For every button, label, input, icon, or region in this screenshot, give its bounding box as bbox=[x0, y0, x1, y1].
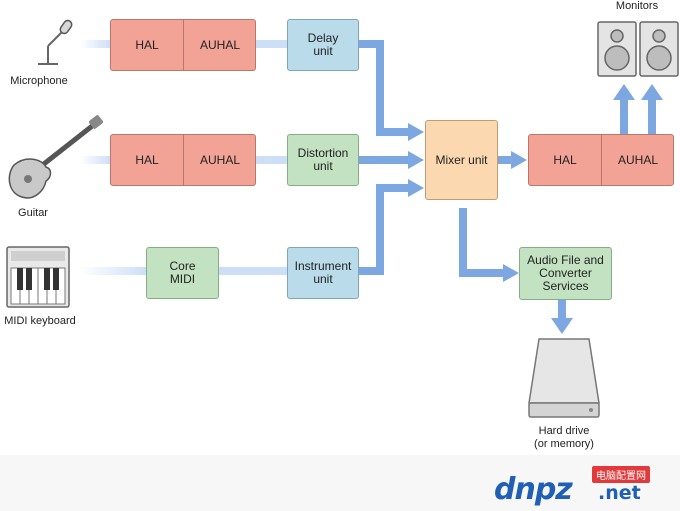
hal-label-1: HAL bbox=[135, 37, 159, 52]
delay-unit: Delay unit bbox=[287, 19, 359, 71]
instrument-unit: Instrument unit bbox=[287, 247, 359, 299]
keyboard-to-midi-line bbox=[80, 267, 146, 275]
output-auhal-label: AUHAL bbox=[617, 152, 658, 167]
hard-drive-label: Hard drive (or memory) bbox=[534, 425, 594, 450]
instrument-unit-label: Instrument unit bbox=[294, 259, 352, 286]
delay-to-mixer-arrowhead bbox=[408, 123, 424, 141]
audiofile-to-drive-line bbox=[558, 300, 566, 320]
auhal-to-monitor-left-arrowhead bbox=[613, 84, 635, 100]
output-hal-label: HAL bbox=[553, 152, 577, 167]
hard-drive-icon bbox=[528, 338, 600, 418]
mixer-unit: Mixer unit bbox=[425, 120, 498, 200]
mixer-unit-label: Mixer unit bbox=[435, 152, 488, 167]
midi-keyboard-icon bbox=[6, 246, 70, 308]
hal2-to-distortion-line bbox=[256, 156, 287, 164]
speaker-icon bbox=[597, 21, 679, 77]
mixer-to-audiofile-arrowhead bbox=[503, 264, 519, 282]
footer-band bbox=[0, 455, 680, 511]
watermark-logo: dnpz 电脑配置网 .net bbox=[494, 464, 676, 507]
monitors-label: Monitors bbox=[615, 0, 659, 12]
audiofile-to-drive-arrowhead bbox=[551, 318, 573, 334]
auhal-to-monitor-right-line bbox=[648, 98, 656, 134]
audio-file-converter-label: Audio File and Converter Services bbox=[527, 253, 604, 293]
output-hal-auhal-block: HAL AUHAL bbox=[528, 134, 674, 186]
guitar-icon bbox=[8, 115, 103, 199]
mixer-to-audiofile-arrow bbox=[459, 208, 505, 277]
audio-file-converter-services: Audio File and Converter Services bbox=[519, 247, 612, 300]
mic-to-hal-line bbox=[80, 40, 110, 48]
distortion-to-mixer-arrowhead bbox=[408, 151, 424, 169]
watermark-badge: 电脑配置网 bbox=[592, 466, 650, 483]
guitar-label: Guitar bbox=[18, 207, 48, 219]
microphone-label: Microphone bbox=[10, 75, 68, 87]
instrument-to-mixer-arrowhead bbox=[408, 179, 424, 197]
midi-keyboard-label: MIDI keyboard bbox=[4, 315, 76, 327]
delay-to-mixer-arrow bbox=[359, 40, 410, 136]
hal-label-2: HAL bbox=[135, 152, 159, 167]
guitar-to-hal-line bbox=[80, 156, 110, 164]
watermark-tld: .net bbox=[598, 482, 641, 504]
input-hal-auhal-block-2: HAL AUHAL bbox=[110, 134, 256, 186]
auhal-to-monitor-left-line bbox=[620, 98, 628, 134]
distortion-to-mixer-line bbox=[359, 156, 411, 164]
mixer-to-output-arrowhead bbox=[511, 151, 527, 169]
midi-to-instrument-line bbox=[219, 267, 287, 275]
instrument-to-mixer-arrow bbox=[359, 184, 410, 275]
auhal-to-monitor-right-arrowhead bbox=[641, 84, 663, 100]
core-midi-block: Core MIDI bbox=[146, 247, 219, 299]
watermark-logo-text: dnpz bbox=[494, 472, 573, 507]
distortion-unit: Distortion unit bbox=[287, 134, 359, 186]
auhal-label-1: AUHAL bbox=[199, 37, 240, 52]
mixer-to-output-line bbox=[498, 156, 514, 164]
distortion-unit-label: Distortion unit bbox=[297, 146, 349, 173]
microphone-icon bbox=[38, 19, 73, 65]
core-midi-label: Core MIDI bbox=[169, 259, 196, 286]
auhal-label-2: AUHAL bbox=[199, 152, 240, 167]
delay-unit-label: Delay unit bbox=[307, 31, 339, 58]
input-hal-auhal-block-1: HAL AUHAL bbox=[110, 19, 256, 71]
hal1-to-delay-line bbox=[256, 40, 287, 48]
